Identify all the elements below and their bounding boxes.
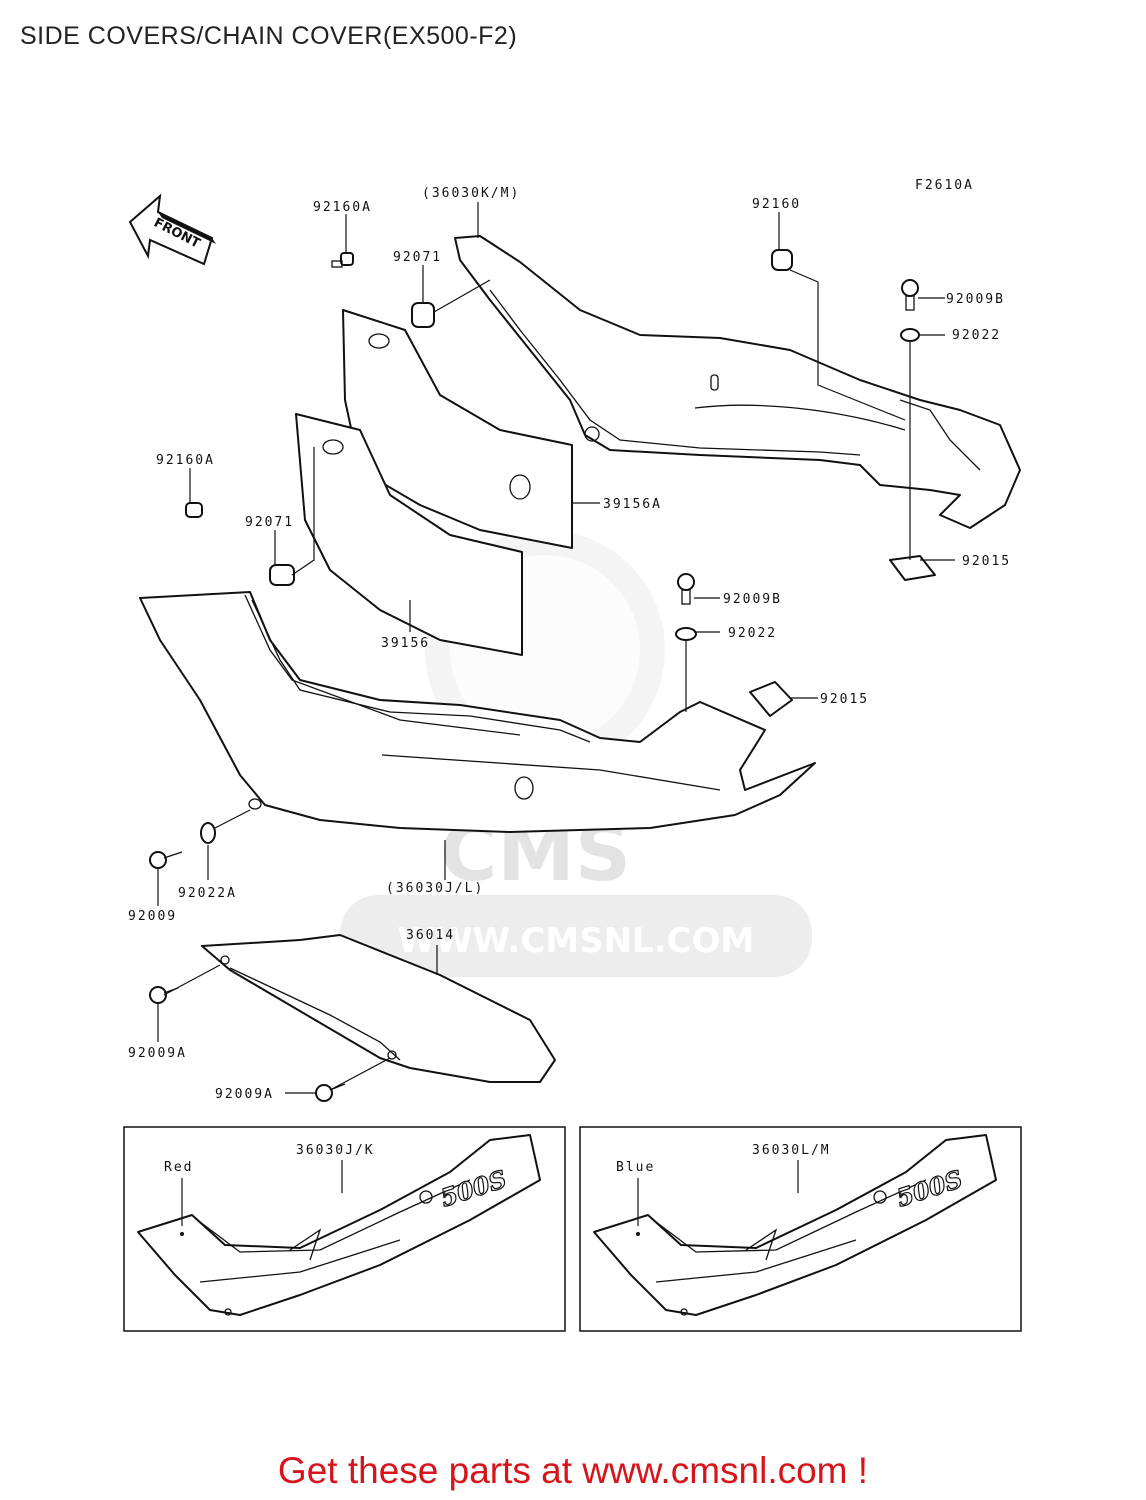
callout-92022-2: 92022 xyxy=(728,626,777,641)
callout-92009A-2: 92009A xyxy=(215,1087,274,1102)
callout-36030KM: (36030K/M) xyxy=(422,186,520,201)
inset-red-variant: 500S 36030J/K Red xyxy=(123,1126,566,1332)
chain-cover xyxy=(201,934,556,1083)
callout-92160A: 92160A xyxy=(313,200,372,215)
callout-36030JL: (36030J/L) xyxy=(386,881,484,896)
watermark-url: WWW.CMSNL.COM xyxy=(398,921,755,961)
hardware-icons xyxy=(149,249,936,1102)
callout-92071-2: 92071 xyxy=(245,515,294,530)
callout-92015-2: 92015 xyxy=(820,692,869,707)
callout-92009A: 92009A xyxy=(128,1046,187,1061)
callout-92022: 92022 xyxy=(952,328,1001,343)
front-arrow-icon: FRONT xyxy=(128,193,216,266)
inset-right-color: Blue xyxy=(616,1160,655,1175)
inset-left-color: Red xyxy=(164,1160,193,1175)
callout-92015: 92015 xyxy=(962,554,1011,569)
upper-side-cover xyxy=(454,235,1021,529)
callout-39156: 39156 xyxy=(381,636,430,651)
callout-92071: 92071 xyxy=(393,250,442,265)
figure-code: F2610A xyxy=(915,178,974,193)
callout-92009B: 92009B xyxy=(946,292,1005,307)
callout-labels: F2610A (36030K/M) 92160A 92071 92160 920… xyxy=(128,178,1011,1102)
inset-blue-variant: 500S 36030L/M Blue xyxy=(579,1126,1022,1332)
lower-side-cover xyxy=(139,591,816,833)
callout-39156A: 39156A xyxy=(603,497,662,512)
callout-92022A: 92022A xyxy=(178,886,237,901)
inset-left-part: 36030J/K xyxy=(296,1143,375,1158)
buy-parts-link[interactable]: Get these parts at www.cmsnl.com ! xyxy=(277,1450,869,1491)
callout-92160: 92160 xyxy=(752,197,801,212)
side-panel-39156 xyxy=(295,413,523,656)
leader-lines xyxy=(157,202,955,1094)
callout-92009B-2: 92009B xyxy=(723,592,782,607)
callout-92160A-2: 92160A xyxy=(156,453,215,468)
callout-36014: 36014 xyxy=(406,928,455,943)
inset-right-part: 36030L/M xyxy=(752,1143,831,1158)
callout-92009: 92009 xyxy=(128,909,177,924)
page-title: SIDE COVERS/CHAIN COVER(EX500-F2) xyxy=(20,22,518,50)
